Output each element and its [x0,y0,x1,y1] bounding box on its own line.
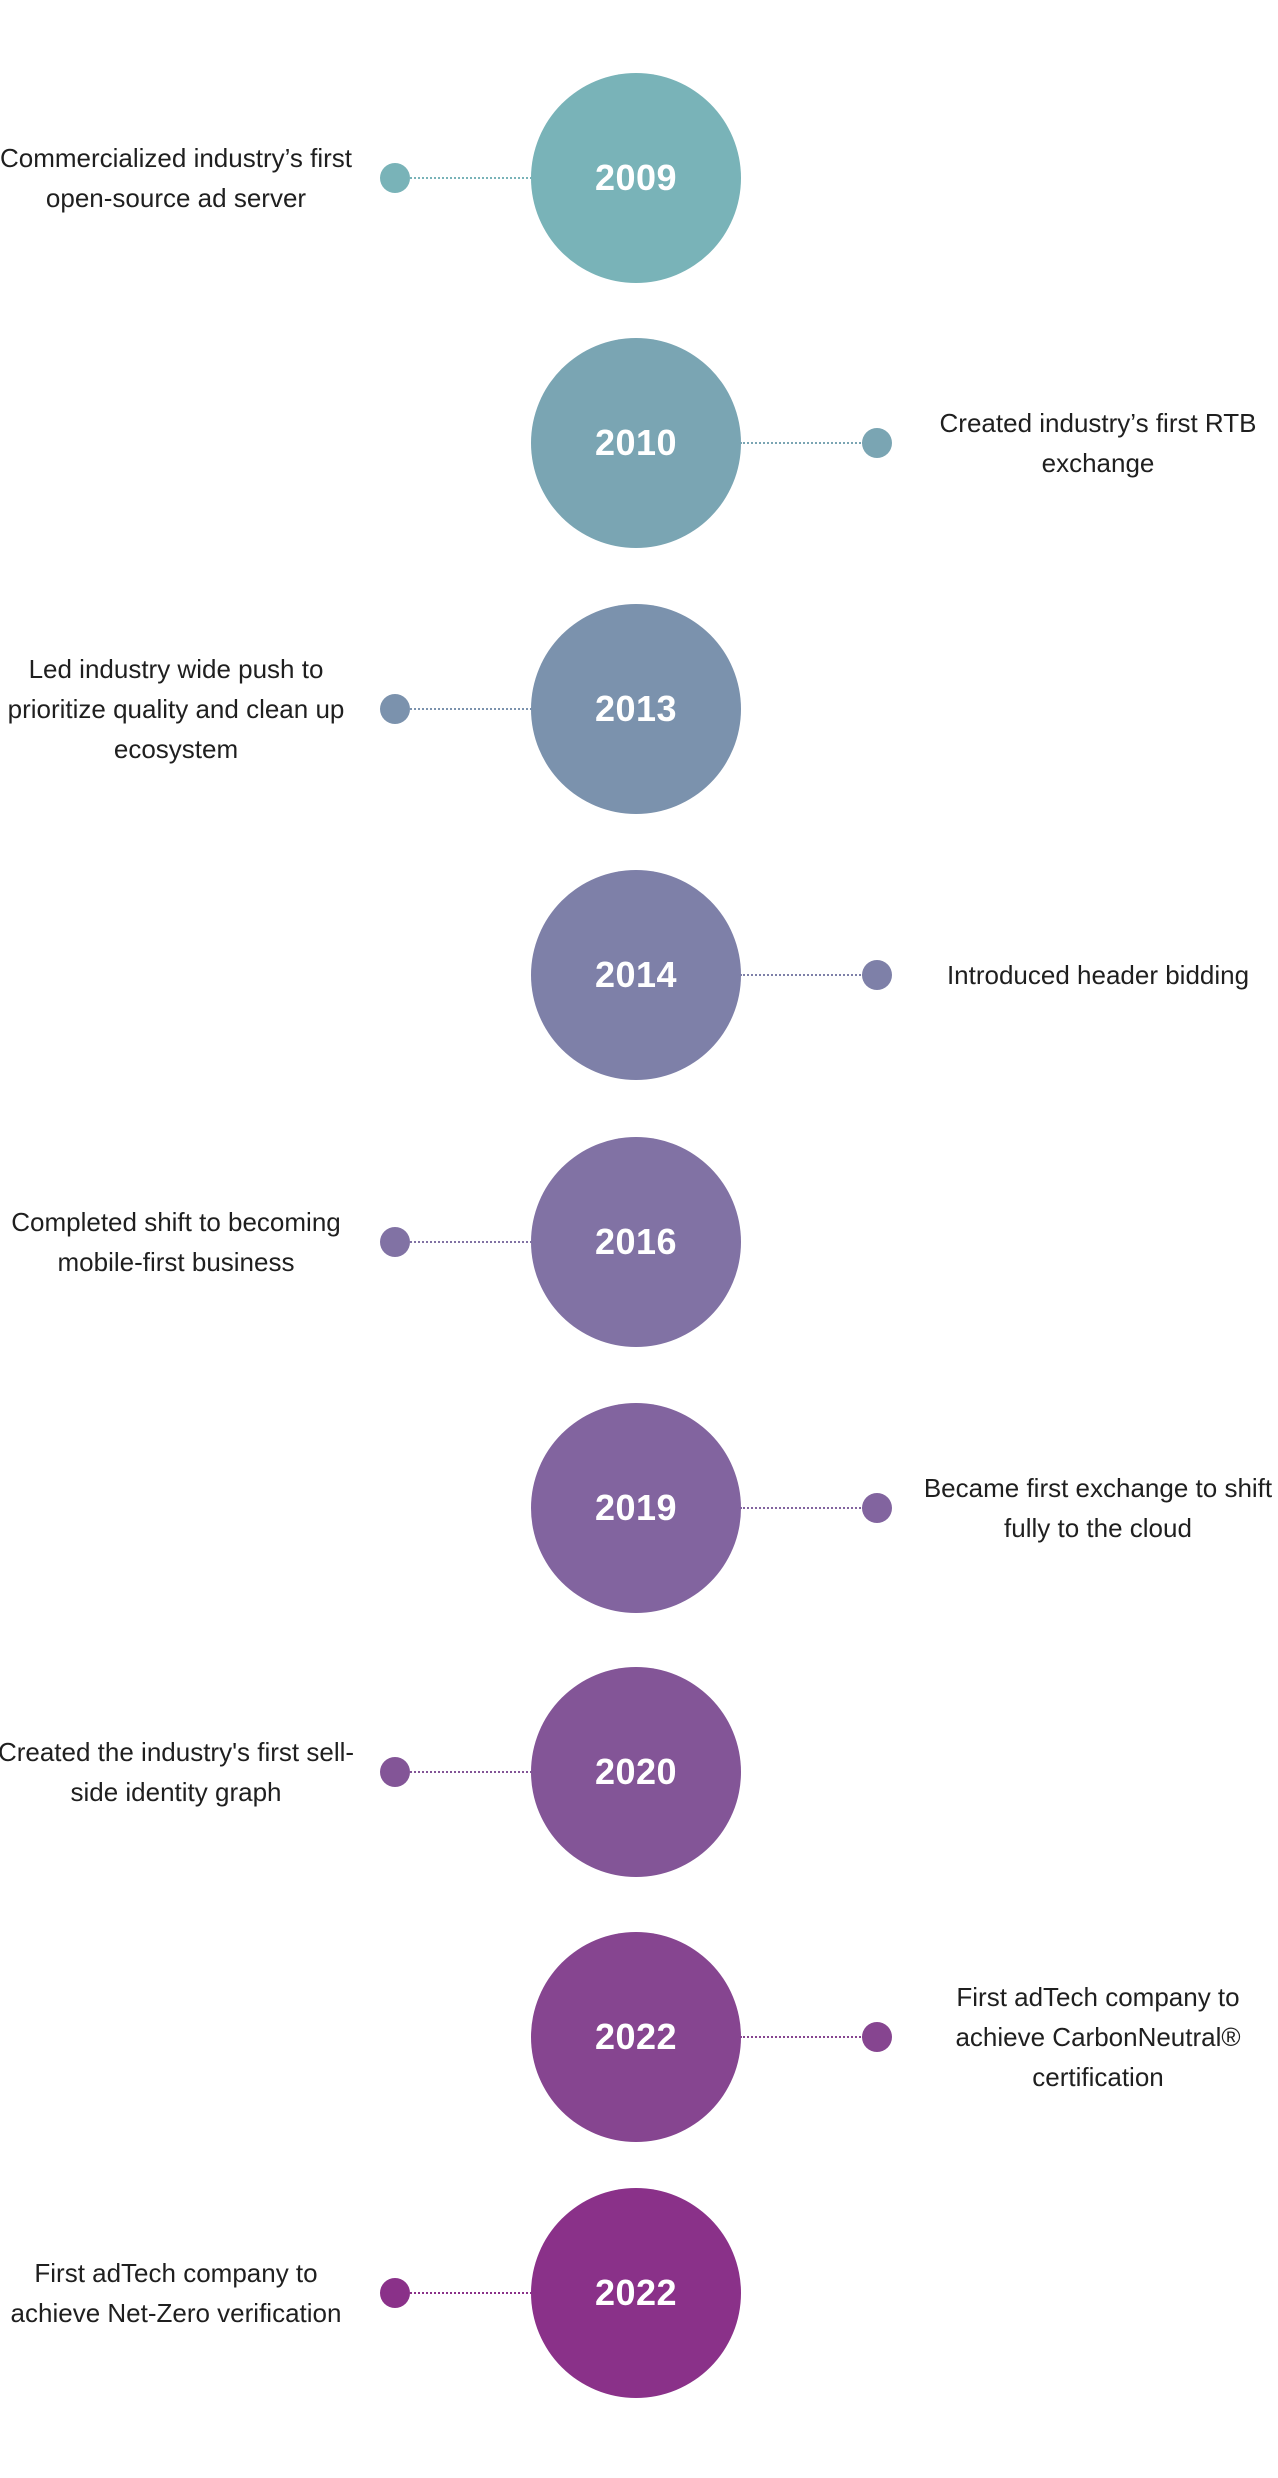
year-label: 2022 [594,2272,678,2313]
milestone-description: Led industry wide push to prioritize qua… [7,654,345,764]
milestone-description: First adTech company to achieve CarbonNe… [955,1982,1241,2092]
year-label: 2020 [594,1751,678,1792]
milestone-description: Created industry’s first RTB exchange [939,408,1257,478]
year-circle: 2010 [531,338,741,548]
dotted-connector [740,2036,864,2038]
year-label: 2009 [594,157,678,198]
year-label: 2019 [594,1487,678,1528]
year-circle: 2013 [531,604,741,814]
timeline-dot [862,428,892,458]
dotted-connector [410,177,532,179]
timeline-dot [380,1227,410,1257]
dotted-connector [410,2292,532,2294]
timeline-dot [380,163,410,193]
timeline-dot [862,1493,892,1523]
timeline-dot [380,1757,410,1787]
year-label: 2013 [594,688,678,729]
year-circle: 2022 [531,1932,741,2142]
milestone-description: Commercialized industry’s first open-sou… [0,143,353,213]
milestone-description: Introduced header bidding [946,960,1250,990]
year-circle: 2020 [531,1667,741,1877]
timeline-dot [862,2022,892,2052]
year-label: 2016 [594,1221,678,1262]
dotted-connector [410,708,532,710]
year-circle: 2014 [531,870,741,1080]
dotted-connector [740,974,864,976]
year-circle: 2009 [531,73,741,283]
timeline-dot [862,960,892,990]
year-label: 2022 [594,2016,678,2057]
year-label: 2014 [594,954,678,995]
dotted-connector [740,1507,864,1509]
milestone-description: First adTech company to achieve Net-Zero… [10,2258,342,2328]
year-circle: 2019 [531,1403,741,1613]
dotted-connector [740,442,864,444]
milestone-description: Completed shift to becoming mobile-first… [11,1207,341,1277]
dotted-connector [410,1241,532,1243]
dotted-connector [410,1771,532,1773]
year-circle: 2016 [531,1137,741,1347]
milestone-description: Created the industry's first sell-side i… [0,1737,355,1807]
milestone-description: Became first exchange to shift fully to … [923,1473,1273,1543]
timeline-dot [380,694,410,724]
year-circle: 2022 [531,2188,741,2398]
timeline-dot [380,2278,410,2308]
year-label: 2010 [594,422,678,463]
